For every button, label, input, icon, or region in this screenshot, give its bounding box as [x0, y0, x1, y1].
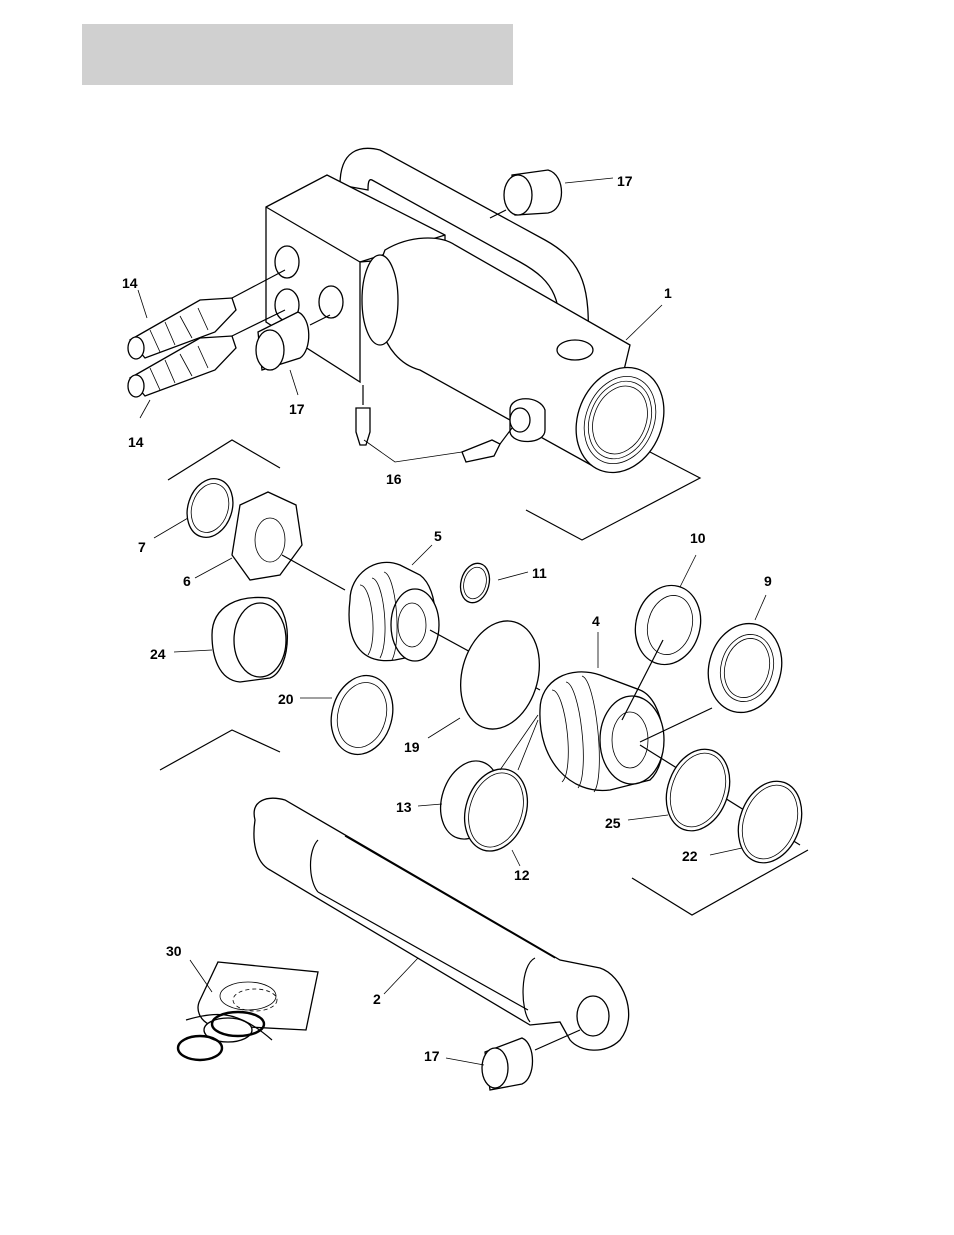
o-ring-11 — [456, 560, 493, 606]
snap-ring-25 — [655, 740, 740, 839]
callout-25: 25 — [605, 815, 621, 831]
callout-1: 1 — [664, 285, 672, 301]
callout-22: 22 — [682, 848, 698, 864]
callout-17-bottom: 17 — [424, 1048, 440, 1064]
callout-20: 20 — [278, 691, 294, 707]
callout-4: 4 — [592, 613, 600, 629]
callout-5: 5 — [434, 528, 442, 544]
callout-16: 16 — [386, 471, 402, 487]
ring-22 — [727, 772, 812, 871]
callout-7: 7 — [138, 539, 146, 555]
callout-11: 11 — [532, 565, 547, 581]
snap-ring-7 — [180, 473, 240, 544]
bushing-top — [490, 170, 562, 218]
callout-2: 2 — [373, 991, 381, 1007]
seal-10 — [627, 578, 710, 672]
cylinder-barrel — [266, 148, 700, 540]
callout-6: 6 — [183, 573, 191, 589]
callout-24: 24 — [150, 646, 166, 662]
callout-17-top: 17 — [617, 173, 633, 189]
callout-13: 13 — [396, 799, 412, 815]
callout-19: 19 — [404, 739, 420, 755]
callout-14-top: 14 — [122, 275, 138, 291]
hex-nut — [232, 492, 345, 590]
plane-line-upper — [168, 440, 280, 480]
callout-10: 10 — [690, 530, 706, 546]
callout-12: 12 — [514, 867, 530, 883]
plane-line-lower-right — [632, 850, 808, 915]
bushing-bottom — [482, 1038, 533, 1090]
seal-kit-30 — [178, 962, 318, 1060]
callout-17-block: 17 — [289, 401, 305, 417]
callout-30: 30 — [166, 943, 182, 959]
seal-9 — [699, 615, 792, 721]
callout-14-bottom: 14 — [128, 434, 144, 450]
callout-9: 9 — [764, 573, 772, 589]
plane-line-rod — [160, 730, 280, 770]
wear-ring-24 — [212, 597, 287, 682]
